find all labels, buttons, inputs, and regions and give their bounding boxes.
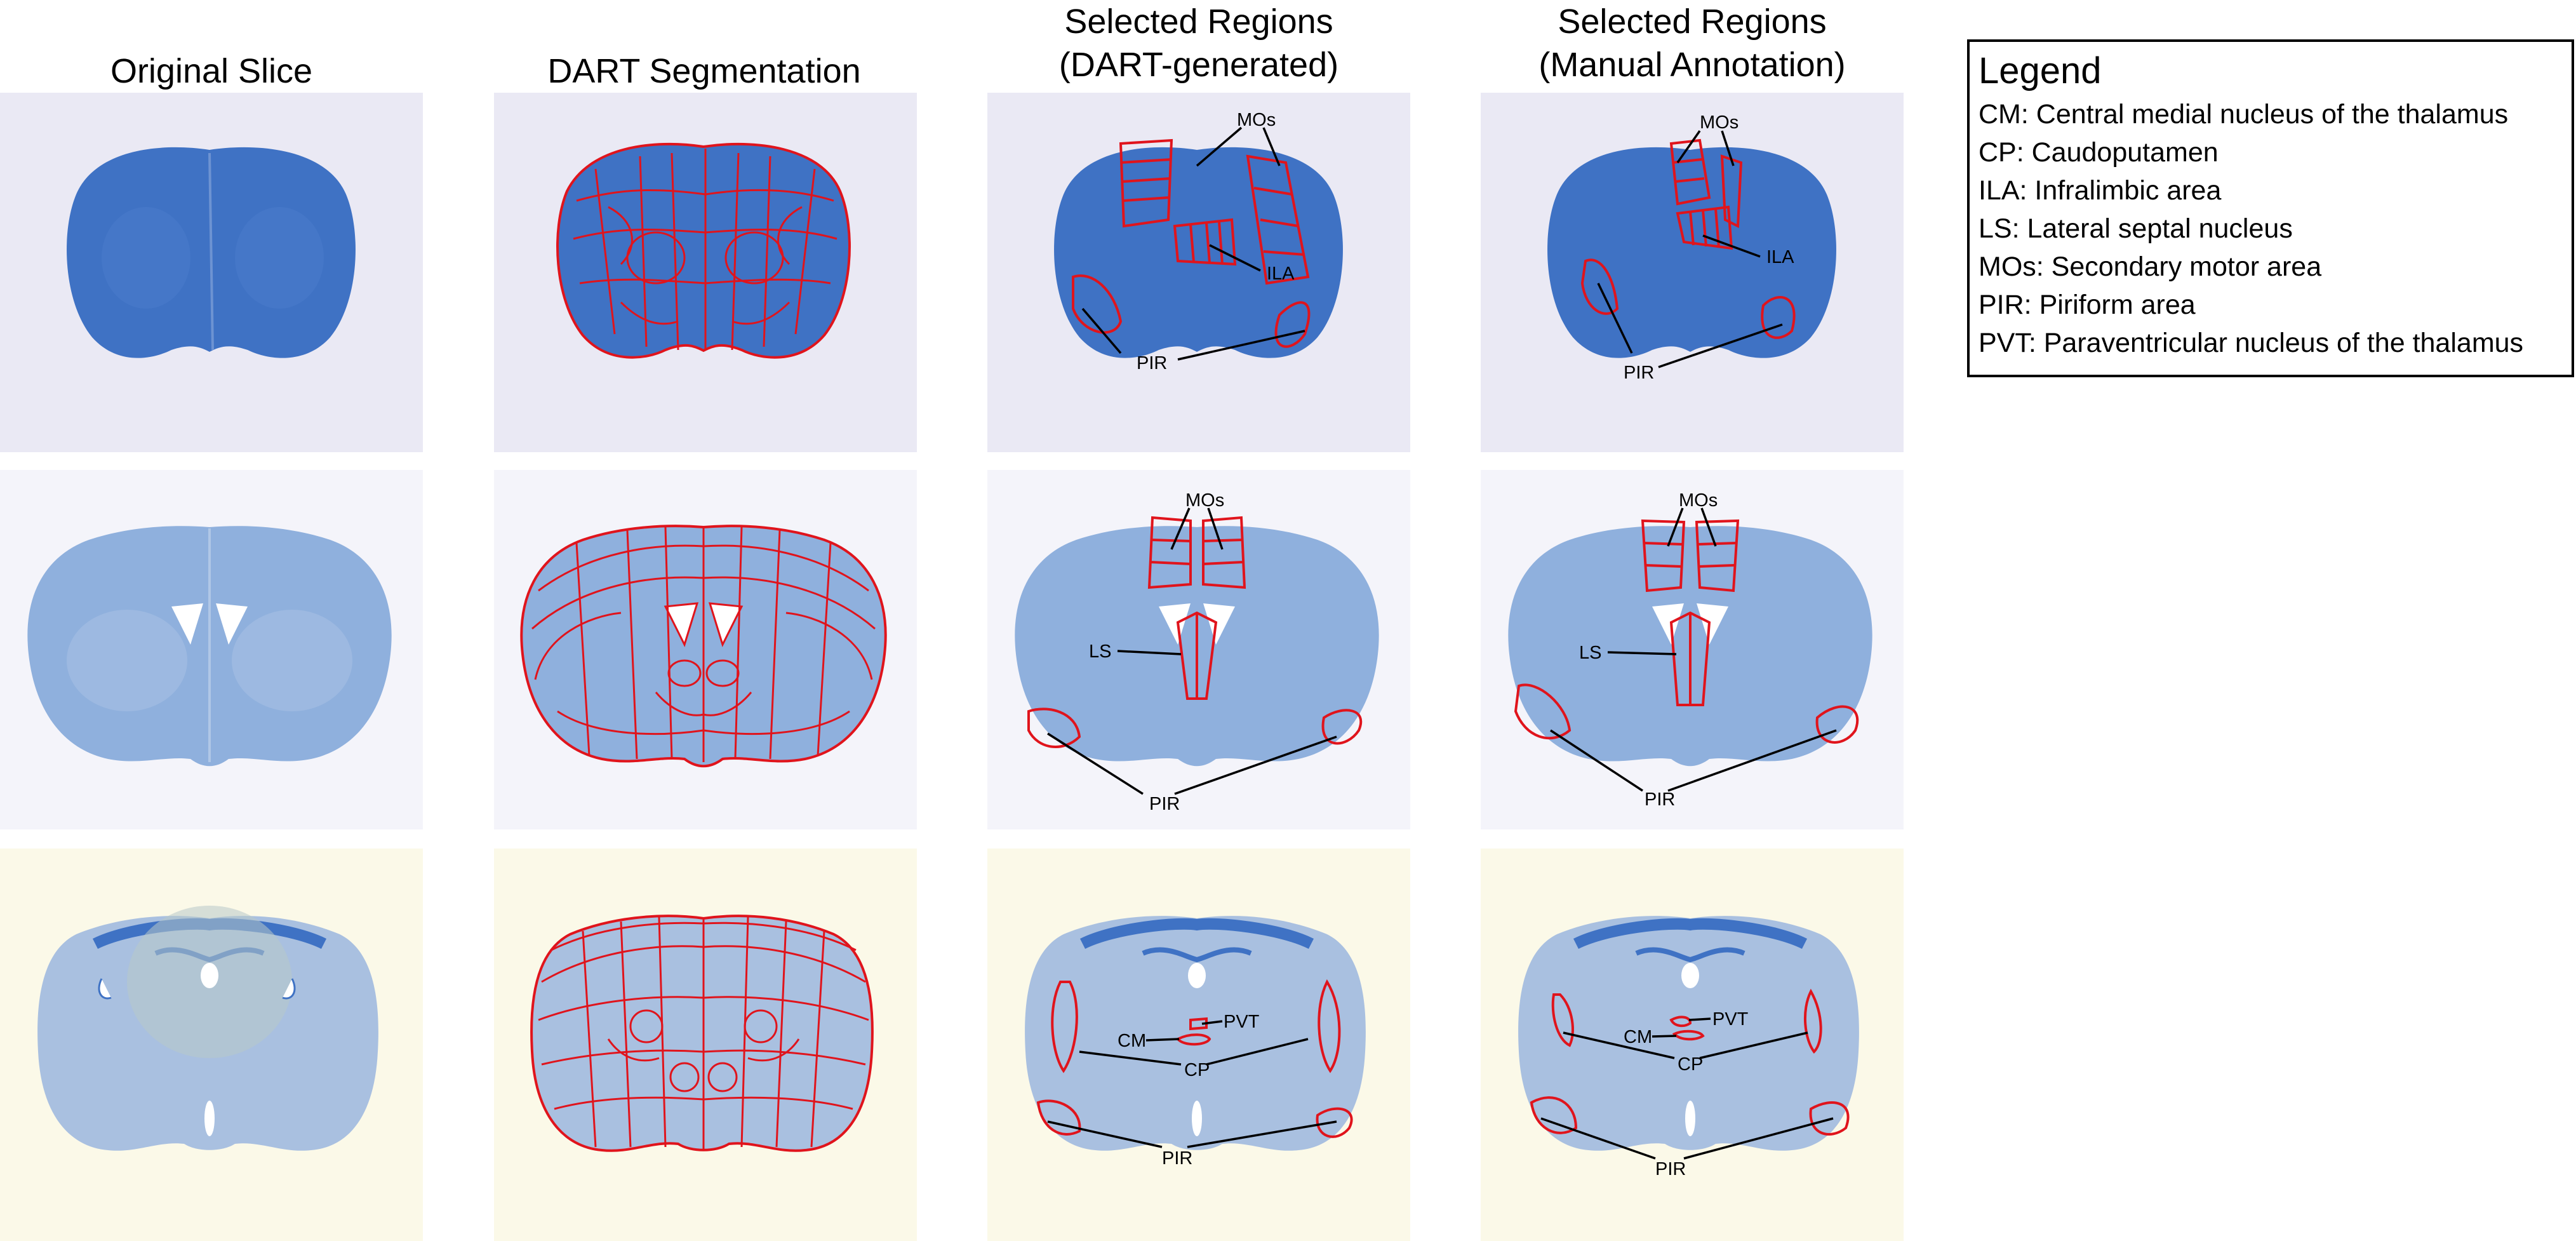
panel-r1-dart-segmentation bbox=[494, 93, 917, 452]
title-line-1: Selected Regions bbox=[1064, 3, 1333, 41]
legend-box: Legend CM: Central medial nucleus of the… bbox=[1967, 39, 2574, 377]
title-dart-segmentation: DART Segmentation bbox=[547, 52, 861, 90]
legend-item-pir: PIR: Piriform area bbox=[1979, 290, 2196, 320]
label-mos: MOs bbox=[1700, 112, 1738, 133]
label-pir: PIR bbox=[1645, 789, 1675, 810]
label-cm: CM bbox=[1118, 1031, 1146, 1051]
title-original-slice: Original Slice bbox=[110, 52, 313, 90]
panel-r1-original bbox=[0, 93, 423, 452]
panel-r2-dart-segmentation bbox=[494, 470, 917, 829]
label-pvt: PVT bbox=[1712, 1009, 1749, 1030]
label-pir: PIR bbox=[1655, 1159, 1686, 1179]
label-pvt: PVT bbox=[1224, 1012, 1260, 1032]
legend-item-ls: LS: Lateral septal nucleus bbox=[1979, 213, 2293, 244]
label-ila: ILA bbox=[1766, 247, 1794, 267]
title-selected-regions-dart: Selected Regions (DART-generated) bbox=[987, 0, 1410, 86]
label-mos: MOs bbox=[1679, 490, 1718, 511]
label-mos: MOs bbox=[1237, 110, 1276, 130]
panel-r2-original bbox=[0, 470, 423, 829]
panel-r3-selected-dart: PVT CM CP PIR bbox=[987, 849, 1410, 1241]
label-ls: LS bbox=[1089, 641, 1111, 662]
label-pir: PIR bbox=[1137, 353, 1167, 373]
legend-item-pvt: PVT: Paraventricular nucleus of the thal… bbox=[1979, 328, 2524, 358]
label-pir: PIR bbox=[1149, 794, 1180, 814]
title-line-2: (DART-generated) bbox=[1058, 46, 1339, 84]
panel-r1-selected-manual: MOs ILA PIR bbox=[1481, 93, 1904, 452]
title-line-2: (Manual Annotation) bbox=[1538, 46, 1846, 84]
title-selected-regions-manual: Selected Regions (Manual Annotation) bbox=[1481, 0, 1904, 86]
panel-r2-selected-dart: MOs LS PIR bbox=[987, 470, 1410, 829]
label-ila: ILA bbox=[1267, 264, 1295, 284]
label-mos: MOs bbox=[1185, 490, 1224, 511]
label-ls: LS bbox=[1579, 643, 1601, 663]
panel-r2-selected-manual: MOs LS PIR bbox=[1481, 470, 1904, 829]
panel-r3-original bbox=[0, 849, 423, 1241]
label-cp: CP bbox=[1184, 1060, 1210, 1080]
title-line-1: Selected Regions bbox=[1558, 3, 1827, 41]
legend-item-cm: CM: Central medial nucleus of the thalam… bbox=[1979, 99, 2509, 130]
label-pir: PIR bbox=[1162, 1148, 1192, 1169]
label-pir: PIR bbox=[1624, 363, 1654, 383]
legend-item-mos: MOs: Secondary motor area bbox=[1979, 252, 2322, 282]
panel-r3-dart-segmentation bbox=[494, 849, 917, 1241]
label-cm: CM bbox=[1624, 1027, 1652, 1047]
legend-item-cp: CP: Caudoputamen bbox=[1979, 137, 2219, 168]
legend-title: Legend bbox=[1979, 50, 2102, 91]
label-cp: CP bbox=[1678, 1054, 1703, 1075]
panel-r3-selected-manual: PVT CM CP PIR bbox=[1481, 849, 1904, 1241]
legend-item-ila: ILA: Infralimbic area bbox=[1979, 175, 2222, 206]
panel-r1-selected-dart: MOs ILA PIR bbox=[987, 93, 1410, 452]
